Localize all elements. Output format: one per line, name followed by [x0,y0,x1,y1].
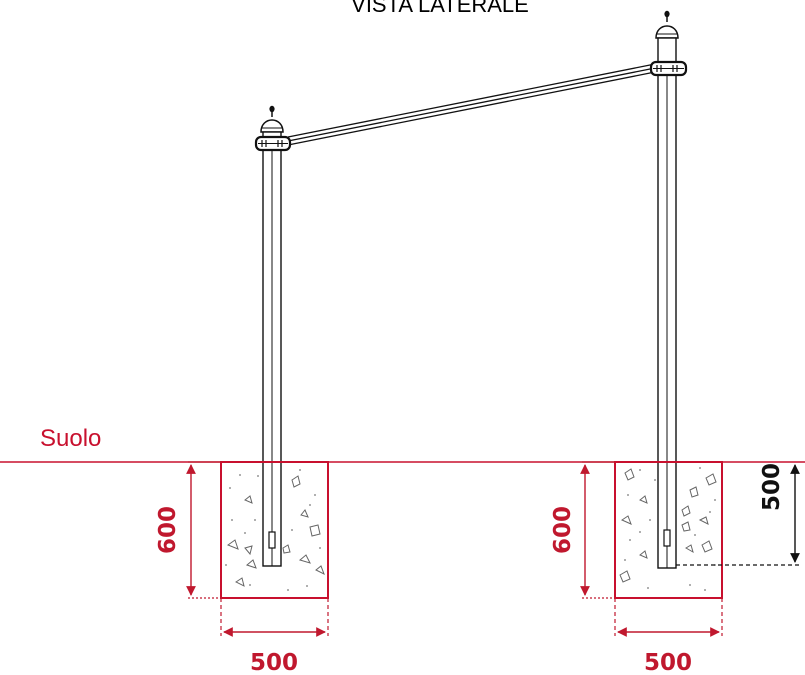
right-width-label: 500 [644,650,692,675]
right-depth-label: 600 [550,506,576,554]
left-footing [220,461,329,599]
left-depth-label: 600 [155,506,181,554]
right-embed-label: 500 [759,463,785,511]
right-concrete-dots [624,467,716,591]
left-width-dimension: 500 [220,598,329,675]
left-width-label: 500 [250,650,298,675]
right-embed-dimension: 500 [676,463,800,566]
right-concrete-aggregate [619,468,717,583]
left-post [254,105,292,567]
left-concrete-aggregate [226,475,325,587]
left-concrete-dots [225,469,321,591]
right-depth-dimension: 600 [550,461,615,599]
left-depth-dimension: 600 [155,461,221,599]
sloped-beam [287,63,656,146]
ground-label: Suolo [40,425,101,452]
right-footing [614,461,723,599]
view-title: VISTA LATERALE [351,0,529,17]
right-width-dimension: 500 [614,598,723,675]
right-post [649,10,688,569]
